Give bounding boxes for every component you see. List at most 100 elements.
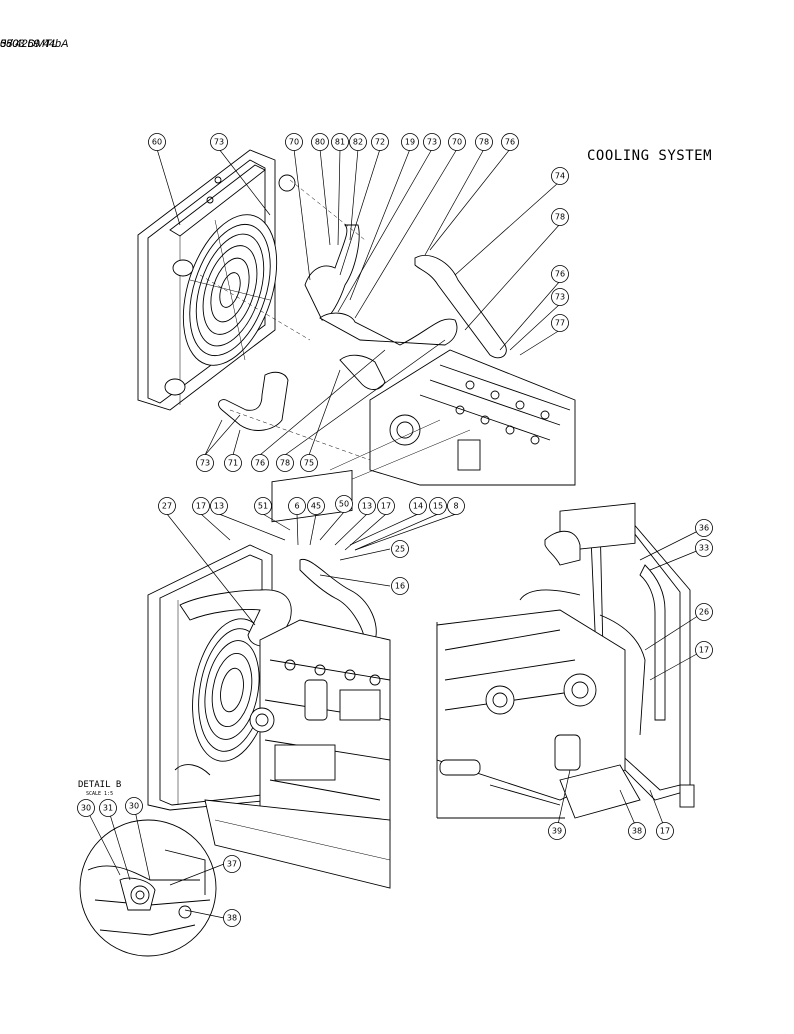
callout-number: 75	[304, 459, 314, 468]
header-page-number: 3 / 4	[0, 38, 22, 50]
callout-81: 81	[331, 133, 349, 151]
callout-78: 78	[475, 133, 493, 151]
callout-26: 26	[695, 603, 713, 621]
callout-33: 33	[695, 539, 713, 557]
callout-number: 30	[129, 802, 139, 811]
callout-71: 71	[224, 454, 242, 472]
callout-80: 80	[311, 133, 329, 151]
callout-number: 81	[335, 138, 345, 147]
callout-16: 16	[391, 577, 409, 595]
callout-number: 76	[555, 270, 565, 279]
callout-70: 70	[285, 133, 303, 151]
upper-hose	[414, 255, 507, 359]
callout-number: 39	[552, 827, 562, 836]
callout-number: 78	[555, 213, 565, 222]
top-view-leaders	[156, 148, 561, 456]
callout-number: 78	[280, 459, 290, 468]
callout-number: 38	[227, 914, 237, 923]
callout-70: 70	[448, 133, 466, 151]
left-assembled-view	[147, 470, 391, 889]
callout-25: 25	[391, 540, 409, 558]
callout-number: 73	[555, 293, 565, 302]
callout-number: 71	[228, 459, 238, 468]
engine-block-right	[436, 609, 641, 819]
callout-number: 17	[660, 827, 670, 836]
callout-17: 17	[377, 497, 395, 515]
callout-73: 73	[210, 133, 228, 151]
callout-15: 15	[429, 497, 447, 515]
callout-60: 60	[148, 133, 166, 151]
callout-17: 17	[695, 641, 713, 659]
callout-number: 17	[381, 502, 391, 511]
callout-number: 51	[258, 502, 268, 511]
callout-number: 13	[214, 502, 224, 511]
callout-number: 80	[315, 138, 325, 147]
callout-number: 6	[294, 502, 299, 511]
callout-number: 72	[375, 138, 385, 147]
right-assembled-view	[436, 502, 695, 819]
callout-number: 82	[353, 138, 363, 147]
callout-76: 76	[551, 265, 569, 283]
detail-b-view	[79, 819, 217, 957]
callout-number: 70	[452, 138, 462, 147]
detail-label: DETAIL B	[78, 780, 121, 790]
callout-36: 36	[695, 519, 713, 537]
callout-number: 36	[699, 524, 709, 533]
callout-73: 73	[423, 133, 441, 151]
callout-75: 75	[300, 454, 318, 472]
callout-13: 13	[210, 497, 228, 515]
callout-number: 38	[632, 827, 642, 836]
callout-number: 17	[699, 646, 709, 655]
callout-number: 26	[699, 608, 709, 617]
callout-19: 19	[401, 133, 419, 151]
callout-number: 17	[196, 502, 206, 511]
callout-number: 25	[395, 545, 405, 554]
callout-13: 13	[358, 497, 376, 515]
callout-number: 76	[505, 138, 515, 147]
detail-leaders	[85, 805, 225, 919]
callout-50: 50	[335, 495, 353, 513]
callout-38: 38	[628, 822, 646, 840]
callout-6: 6	[288, 497, 306, 515]
callout-39: 39	[548, 822, 566, 840]
drawing-title: COOLING SYSTEM	[587, 148, 712, 164]
callout-number: 31	[103, 804, 113, 813]
callout-number: 45	[311, 502, 321, 511]
callout-78: 78	[551, 208, 569, 226]
callout-number: 33	[699, 544, 709, 553]
top-exploded-view	[137, 149, 576, 486]
lower-hose	[218, 371, 289, 431]
callout-30: 30	[125, 797, 143, 815]
callout-45: 45	[307, 497, 325, 515]
callout-number: 73	[214, 138, 224, 147]
callout-number: 15	[433, 502, 443, 511]
callout-number: 78	[479, 138, 489, 147]
header-document-code: 0803 DMTL	[0, 38, 58, 50]
callout-27: 27	[158, 497, 176, 515]
callout-number: 14	[413, 502, 423, 511]
expansion-tank-rear	[559, 502, 636, 552]
callout-74: 74	[551, 167, 569, 185]
callout-number: 30	[81, 804, 91, 813]
engine-block-top	[329, 349, 576, 486]
callout-76: 76	[501, 133, 519, 151]
callout-73: 73	[551, 288, 569, 306]
callout-number: 50	[339, 500, 349, 509]
callout-73: 73	[196, 454, 214, 472]
callout-76: 76	[251, 454, 269, 472]
callout-38: 38	[223, 909, 241, 927]
callout-14: 14	[409, 497, 427, 515]
callout-number: 76	[255, 459, 265, 468]
callout-51: 51	[254, 497, 272, 515]
callout-30: 30	[77, 799, 95, 817]
callout-number: 16	[395, 582, 405, 591]
callout-82: 82	[349, 133, 367, 151]
callout-17: 17	[192, 497, 210, 515]
callout-72: 72	[371, 133, 389, 151]
callout-number: 74	[555, 172, 565, 181]
callout-number: 37	[227, 860, 237, 869]
callout-number: 27	[162, 502, 172, 511]
engine-block-left	[249, 619, 391, 831]
